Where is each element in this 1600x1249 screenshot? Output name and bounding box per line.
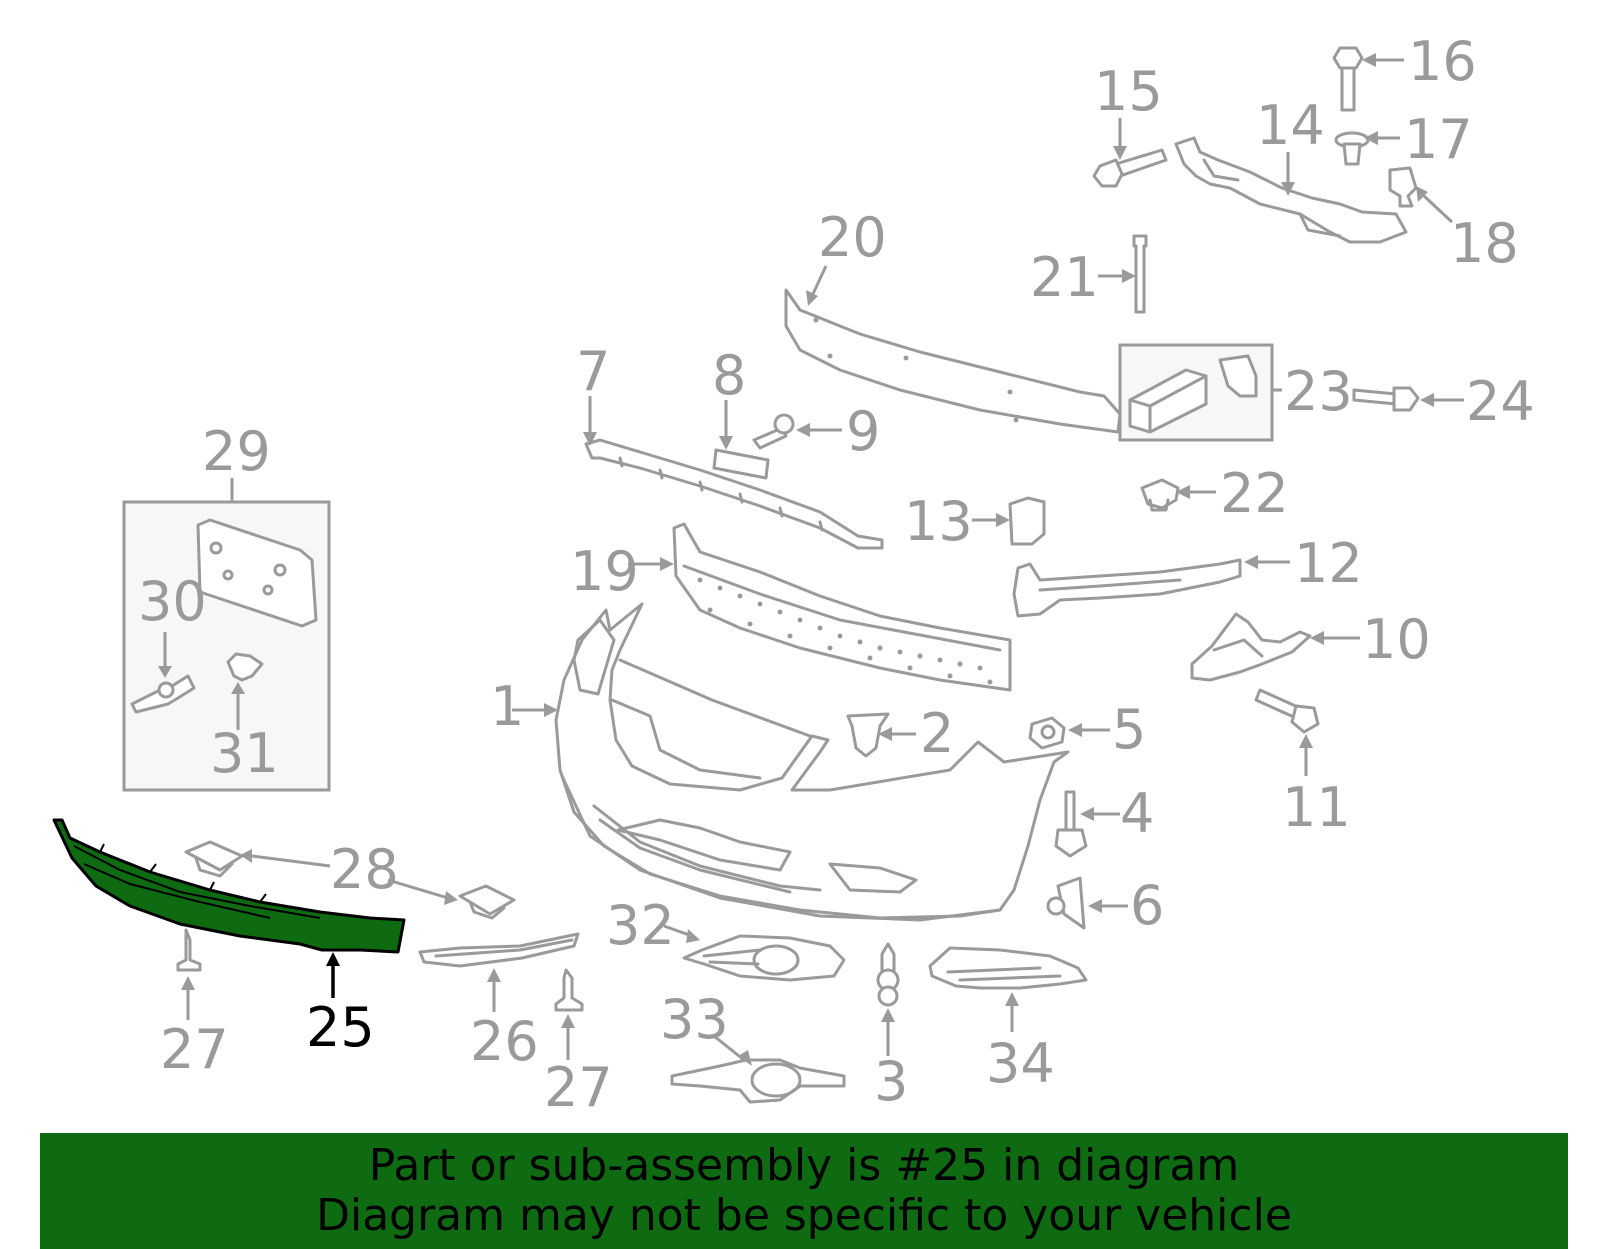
callout-16: 16: [1408, 30, 1477, 93]
callout-23: 23: [1284, 360, 1353, 423]
part-33-fog-lamp-trim[interactable]: [670, 1058, 846, 1104]
callout-8: 8: [712, 344, 746, 407]
callout-19: 19: [570, 540, 639, 603]
callout-9: 9: [846, 400, 880, 463]
callout-10: 10: [1362, 608, 1431, 671]
banner-line-part-number: Part or sub-assembly is #25 in diagram: [368, 1140, 1240, 1191]
part-28-clip-right[interactable]: [458, 884, 516, 920]
part-13-bracket[interactable]: [1008, 496, 1046, 546]
part-2-clip[interactable]: [846, 712, 890, 758]
callout-33: 33: [660, 988, 729, 1051]
part-27-push-pin-left[interactable]: [176, 928, 202, 972]
part-23-module[interactable]: [1128, 354, 1258, 434]
callout-11: 11: [1282, 776, 1351, 839]
callout-25-highlighted: 25: [306, 996, 375, 1059]
callout-5: 5: [1112, 698, 1146, 761]
info-banner: Part or sub-assembly is #25 in diagram D…: [40, 1133, 1568, 1249]
part-29-license-bracket[interactable]: [196, 518, 318, 628]
callout-27-left: 27: [160, 1018, 229, 1081]
callout-6: 6: [1130, 874, 1164, 937]
callout-2: 2: [920, 702, 954, 765]
callout-20: 20: [818, 206, 887, 269]
part-7-upper-reinforcement[interactable]: [584, 438, 884, 550]
part-12-side-bracket[interactable]: [1012, 558, 1242, 618]
part-4-bolt[interactable]: [1054, 790, 1088, 858]
part-34-fog-lamp-trim[interactable]: [928, 946, 1088, 990]
callout-7: 7: [576, 340, 610, 403]
part-10-bracket[interactable]: [1190, 612, 1312, 682]
part-20-impact-bar[interactable]: [784, 288, 1122, 434]
part-30-fastener[interactable]: [130, 674, 196, 714]
part-28-clip-left[interactable]: [184, 840, 244, 878]
callout-17: 17: [1404, 108, 1473, 171]
callout-14: 14: [1256, 94, 1325, 157]
callout-4: 4: [1120, 782, 1154, 845]
callout-26: 26: [470, 1010, 539, 1073]
callout-18: 18: [1450, 212, 1519, 275]
part-9-screw[interactable]: [752, 413, 795, 450]
part-25-deflector-highlighted[interactable]: [52, 818, 406, 954]
callout-24: 24: [1466, 370, 1535, 433]
part-11-bolt[interactable]: [1254, 688, 1320, 734]
part-19-energy-absorber[interactable]: [672, 522, 1012, 692]
callout-15: 15: [1094, 60, 1163, 123]
callout-29: 29: [202, 420, 271, 483]
callout-31: 31: [210, 722, 279, 785]
callout-34: 34: [986, 1032, 1055, 1095]
callout-22: 22: [1220, 462, 1289, 525]
callout-28: 28: [330, 838, 399, 901]
callout-1: 1: [490, 675, 524, 738]
part-18-cap[interactable]: [1388, 166, 1418, 208]
part-5-nut[interactable]: [1028, 716, 1066, 750]
part-1-bumper-cover[interactable]: [554, 602, 1070, 922]
part-21-bolt[interactable]: [1132, 234, 1148, 314]
callout-32: 32: [606, 894, 675, 957]
callout-12: 12: [1294, 532, 1363, 595]
part-6-clip[interactable]: [1046, 876, 1086, 930]
part-27-push-pin-right[interactable]: [554, 968, 584, 1012]
part-17-grommet[interactable]: [1334, 131, 1370, 166]
callout-27-right: 27: [544, 1056, 613, 1119]
part-14-mounting-bracket[interactable]: [1174, 136, 1408, 244]
banner-line-disclaimer: Diagram may not be specific to your vehi…: [316, 1190, 1292, 1241]
part-8-label[interactable]: [712, 448, 770, 480]
callout-21: 21: [1030, 246, 1099, 309]
part-26-molding[interactable]: [418, 932, 580, 968]
callout-30: 30: [138, 570, 207, 633]
part-32-fog-lamp-bezel[interactable]: [682, 934, 846, 982]
part-16-bolt[interactable]: [1332, 46, 1364, 112]
callout-3: 3: [874, 1050, 908, 1113]
part-15-bolt[interactable]: [1092, 148, 1168, 188]
part-3-push-pin[interactable]: [876, 942, 900, 1007]
part-31-clip[interactable]: [226, 652, 264, 682]
part-22-nut[interactable]: [1140, 478, 1180, 512]
callout-13: 13: [904, 490, 973, 553]
part-24-bolt[interactable]: [1352, 386, 1420, 412]
